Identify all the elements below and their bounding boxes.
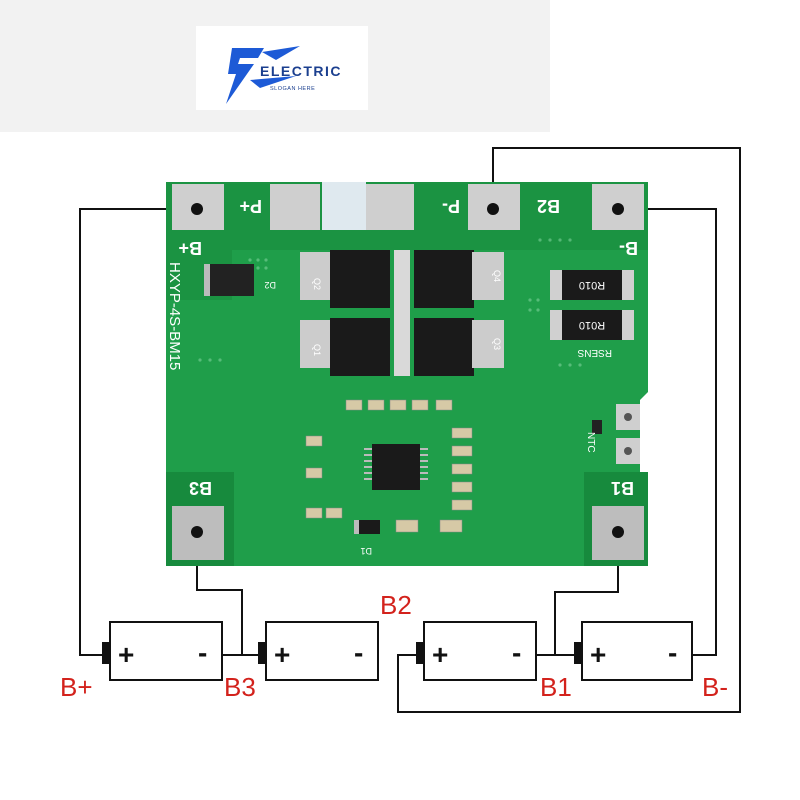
pad-pplus xyxy=(270,184,320,230)
mosfet-q2 xyxy=(300,250,390,308)
logo-slogan-text: SLOGAN HERE xyxy=(270,86,315,92)
silk-rsens: RSENS xyxy=(577,347,612,358)
pad-b3 xyxy=(172,506,224,560)
silk-ntc: NTC xyxy=(585,432,596,453)
mosfet-q4 xyxy=(414,250,504,308)
silk-q4: Q4 xyxy=(492,270,502,282)
mosfet-q1 xyxy=(300,318,390,376)
wiring-labels: B+ B3 B2 B1 B- xyxy=(60,590,728,702)
pad-b2 xyxy=(468,184,520,230)
pad-pminus xyxy=(366,184,414,230)
pad-bminus xyxy=(592,184,644,230)
wire-b2 xyxy=(397,147,741,713)
logo-card xyxy=(196,26,368,110)
cell-4-plus: + xyxy=(590,639,606,670)
cell-2-plus: + xyxy=(274,639,290,670)
battery-cell-2: + - xyxy=(258,621,379,681)
cell-1-minus: - xyxy=(198,637,207,668)
passive-components xyxy=(305,399,473,533)
silk-bminus: B- xyxy=(619,238,638,258)
label-b1: B1 xyxy=(540,672,572,702)
silk-pminus: P- xyxy=(442,196,460,216)
silk-q2: Q2 xyxy=(312,278,322,290)
pad-divider xyxy=(322,182,366,230)
silk-b3: B3 xyxy=(189,478,212,498)
silk-pplus: P+ xyxy=(239,196,262,216)
resistor-r010-top: R010 xyxy=(550,270,634,300)
battery-cell-4: + - xyxy=(574,621,693,681)
mosfet-q3 xyxy=(414,318,504,376)
resistor-r010-bottom: R010 xyxy=(550,310,634,340)
lightning-logo-icon xyxy=(226,46,300,104)
label-b2: B2 xyxy=(380,590,412,620)
control-ic xyxy=(364,444,428,490)
cell-4-minus: - xyxy=(668,637,677,668)
label-b3: B3 xyxy=(224,672,256,702)
resistor-r010-bottom-label: R010 xyxy=(579,319,605,331)
silk-q1: Q1 xyxy=(312,344,322,356)
diode-d2 xyxy=(204,264,254,296)
label-bminus: B- xyxy=(702,672,728,702)
label-bplus: B+ xyxy=(60,672,93,702)
mosfet-heatbar xyxy=(394,250,410,376)
wire-bminus xyxy=(618,208,717,656)
silk-d2: D2 xyxy=(264,280,276,290)
ntc-connector xyxy=(592,404,640,464)
pad-bplus xyxy=(172,184,224,230)
diode-d1 xyxy=(354,520,380,534)
pad-b1 xyxy=(592,506,644,560)
cell-2-minus: - xyxy=(354,637,363,668)
wire-bplus xyxy=(79,208,197,656)
silk-q3: Q3 xyxy=(492,338,502,350)
silk-b1: B1 xyxy=(611,478,634,498)
battery-cell-1: + - xyxy=(102,621,223,681)
logo-brand-text: ELECTRIC xyxy=(260,63,342,79)
cell-1-plus: + xyxy=(118,639,134,670)
cell-3-plus: + xyxy=(432,639,448,670)
resistor-r010-top-label: R010 xyxy=(579,279,605,291)
silk-bplus: B+ xyxy=(178,238,202,258)
silk-b2: B2 xyxy=(537,196,560,216)
battery-cell-3: + - xyxy=(416,621,537,681)
silk-d1: D1 xyxy=(360,546,372,556)
silkscreen-labels: B+ P+ P- B2 B- B3 B1 HXYP-4S-BM15 xyxy=(166,196,638,498)
cell-3-minus: - xyxy=(512,637,521,668)
silk-model: HXYP-4S-BM15 xyxy=(166,262,183,370)
